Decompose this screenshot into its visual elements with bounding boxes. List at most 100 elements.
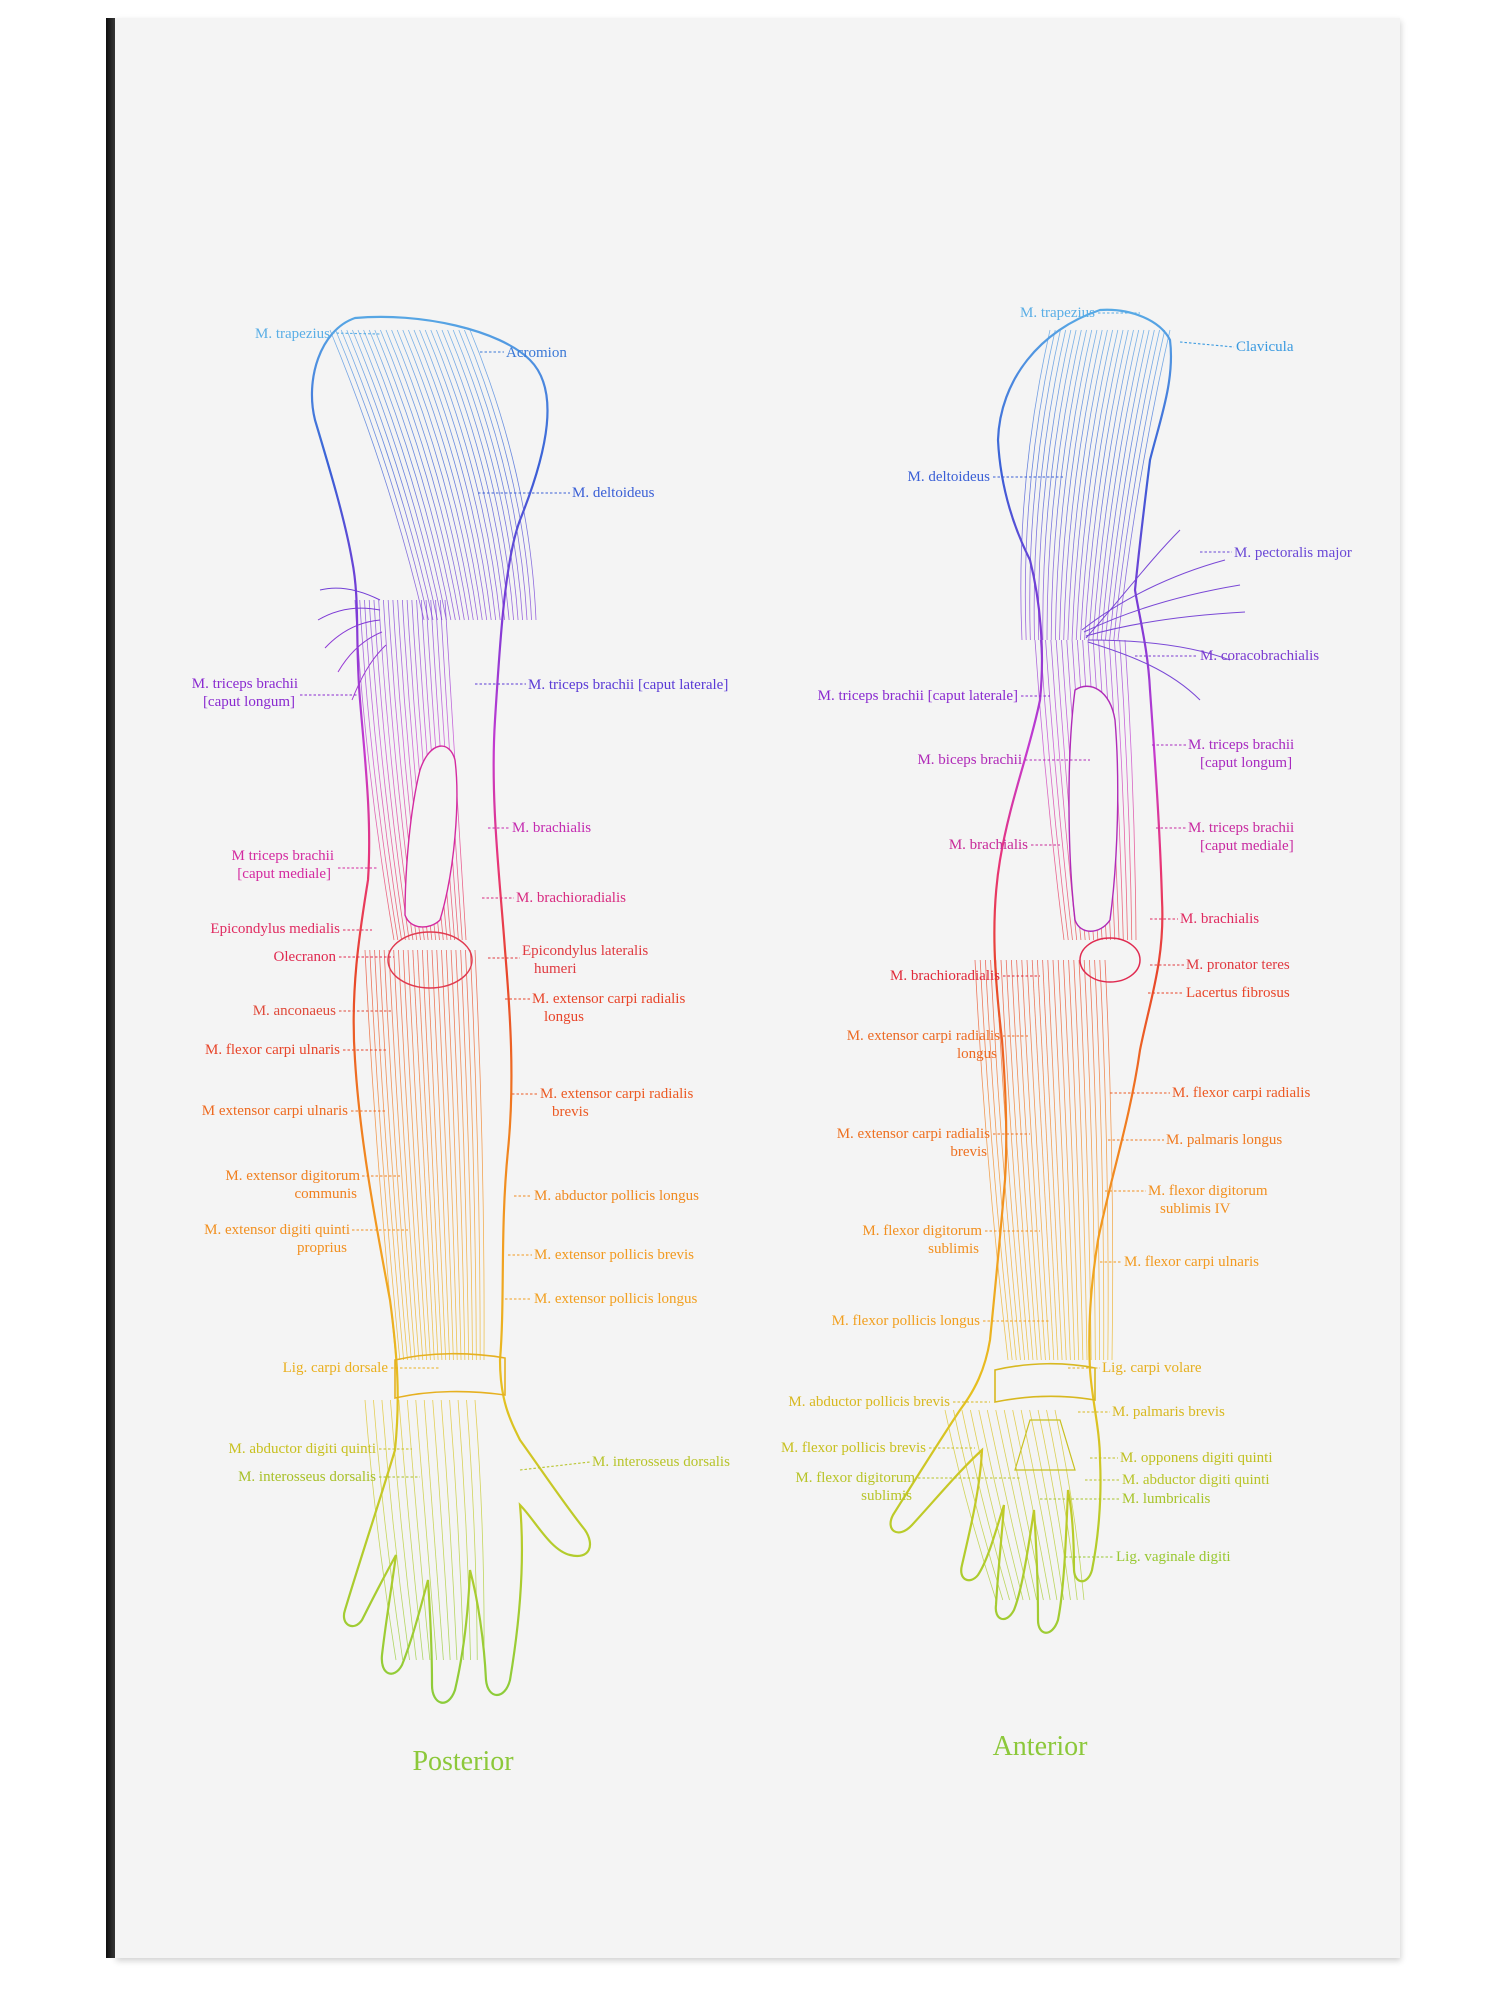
label-p-brachioradialis: M. brachioradialis [482, 890, 626, 906]
muscle-fiber [407, 949, 431, 1361]
label-text: M. deltoideus [572, 485, 655, 501]
muscle-fiber [474, 1399, 485, 1661]
label-a-flexor-pollicis-brevis: M. flexor pollicis brevis [781, 1440, 975, 1456]
label-text: Lig. carpi volare [1102, 1360, 1202, 1376]
muscle-fiber [374, 329, 461, 621]
label-text: M. interosseus dorsalis [238, 1469, 376, 1485]
label-a-pronator-teres: M. pronator teres [1150, 957, 1290, 973]
muscle-fiber [465, 949, 477, 1361]
muscle-fiber [469, 949, 481, 1361]
muscle-fiber [374, 949, 405, 1361]
leader-line [331, 332, 381, 335]
label-text: Olecranon [274, 949, 337, 965]
anterior-muscle-fibers [944, 329, 1171, 1601]
muscle-fiber [460, 949, 473, 1361]
muscle-fiber [1054, 329, 1093, 641]
label-text: M. palmaris brevis [1112, 1404, 1225, 1420]
label-text: [caput longum] [203, 694, 295, 710]
muscle-fiber [329, 329, 425, 621]
muscle-fiber [974, 959, 1009, 1361]
muscle-fiber [1033, 329, 1067, 641]
label-text: M. triceps brachii [caput laterale] [528, 677, 728, 693]
muscle-fiber [432, 1399, 451, 1661]
label-a-abductor-digiti-quinti: M. abductor digiti quinti [1085, 1472, 1270, 1488]
muscle-fiber [1047, 959, 1067, 1361]
muscle-fiber [368, 599, 406, 941]
label-text: M. opponens digiti quinti [1120, 1450, 1273, 1466]
label-text: brevis [552, 1104, 589, 1120]
muscle-fiber [1114, 639, 1128, 941]
label-text: sublimis IV [1160, 1201, 1231, 1217]
label-text: M. lumbricalis [1122, 1491, 1210, 1507]
muscle-fiber [402, 329, 483, 621]
label-a-brachialis-left: M. brachialis [949, 837, 1060, 853]
muscle-fiber [1029, 329, 1061, 641]
muscle-fiber [1046, 1409, 1078, 1601]
muscle-fiber [458, 329, 528, 621]
label-text: M. trapezius [1020, 305, 1095, 321]
muscle-fiber [1104, 959, 1114, 1361]
muscle-fiber [1089, 959, 1100, 1361]
label-a-lacertus-fibrosus: Lacertus fibrosus [1148, 985, 1290, 1001]
label-a-palmaris-longus: M. palmaris longus [1108, 1132, 1282, 1148]
muscle-fiber [1020, 329, 1051, 641]
label-p-interosseus-dorsalis-left: M. interosseus dorsalis [238, 1469, 420, 1485]
anterior-upperarm-window [1068, 685, 1119, 932]
muscle-fiber [388, 949, 416, 1361]
label-text: M. extensor carpi radialis [532, 991, 685, 1007]
label-text: M. flexor pollicis longus [832, 1313, 980, 1329]
posterior-caption: Posterior [412, 1746, 514, 1777]
label-p-triceps-mediale: M triceps brachii[caput mediale] [232, 848, 378, 882]
label-text: longus [544, 1009, 584, 1025]
muscle-fiber [990, 959, 1021, 1361]
muscle-fiber [953, 1409, 1004, 1601]
muscle-fiber [969, 1409, 1017, 1601]
label-text: M. extensor carpi radialis [540, 1086, 693, 1102]
label-text: M triceps brachii [232, 848, 334, 864]
poster-panel [115, 18, 1400, 1958]
label-a-brachioradialis: M. brachioradialis [890, 968, 1040, 984]
label-p-triceps-longum: M. triceps brachii [caput longum] [192, 676, 358, 710]
label-a-lumbricalis: M. lumbricalis [1040, 1491, 1210, 1507]
label-a-clavicula: Clavicula [1179, 339, 1294, 355]
leader-line [1179, 341, 1235, 348]
label-a-triceps-longum: M. triceps brachii[caput longum] [1152, 737, 1294, 771]
label-p-abductor-pollicis-longus: M. abductor pollicis longus [514, 1188, 699, 1204]
muscle-fiber [431, 949, 450, 1361]
label-text: M. anconaeus [253, 1003, 336, 1019]
muscle-fiber [1084, 329, 1129, 641]
muscle-fiber [423, 1399, 444, 1661]
label-text: brevis [950, 1144, 987, 1160]
muscle-fiber [1068, 959, 1084, 1361]
muscle-fiber [450, 949, 466, 1361]
posterior-olecranon-shape [387, 931, 473, 989]
label-p-extensor-carpi-ulnaris: M extensor carpi ulnaris [202, 1103, 385, 1119]
label-text: Epicondylus lateralis [522, 943, 648, 959]
label-text: M. triceps brachii [192, 676, 298, 692]
muscle-fiber [985, 959, 1017, 1361]
muscle-fiber [389, 1399, 417, 1661]
muscle-fiber [1124, 639, 1137, 941]
muscle-fiber [1067, 329, 1108, 641]
muscle-fiber [393, 949, 420, 1361]
label-a-triceps-mediale: M. triceps brachii[caput mediale] [1156, 820, 1294, 854]
anterior-arm-illustration [889, 308, 1246, 1634]
muscle-fiber [415, 1399, 438, 1661]
label-a-pectoralis-major: M. pectoralis major [1200, 545, 1352, 561]
label-a-biceps: M. biceps brachii [917, 752, 1090, 768]
muscle-fiber [1042, 329, 1077, 641]
muscle-fiber [1038, 329, 1072, 641]
muscle-fiber [436, 949, 454, 1361]
muscle-fiber [340, 329, 434, 621]
muscle-fiber [441, 949, 458, 1361]
muscle-fiber [1012, 1409, 1051, 1601]
label-text: M. abductor digiti quinti [1122, 1472, 1270, 1488]
muscle-fiber [1039, 639, 1069, 941]
muscle-fiber [373, 1399, 404, 1661]
muscle-fiber [412, 949, 435, 1361]
